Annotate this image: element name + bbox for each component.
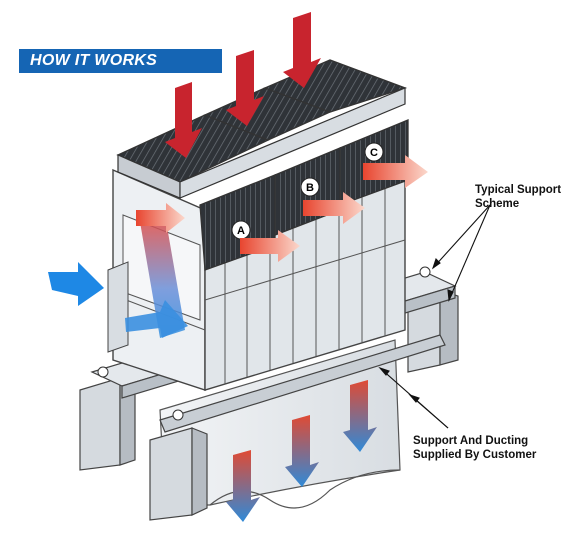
internal-blue-arrow [125,300,188,338]
cell-label-b: B [300,177,320,197]
svg-text:C: C [370,147,378,159]
support-piers [79,289,459,521]
how-it-works-banner: HOW IT WORKS [19,49,222,73]
support-ducting-label: Support And Ducting Supplied By Customer [413,435,537,461]
svg-text:A: A [237,225,245,237]
right-arrow-salmon-icon [136,155,428,262]
cell-label-c: C [364,142,384,162]
typical-support-label: Typical Support Scheme [475,184,562,210]
down-arrow-red-icon [165,12,321,158]
internal-flow [140,215,185,338]
down-arrow-gradient-icon [226,380,377,522]
right-arrow-blue-icon [48,262,104,306]
callout-leaders [378,204,491,429]
svg-text:B: B [306,182,314,194]
cell-label-a: A [231,220,251,240]
